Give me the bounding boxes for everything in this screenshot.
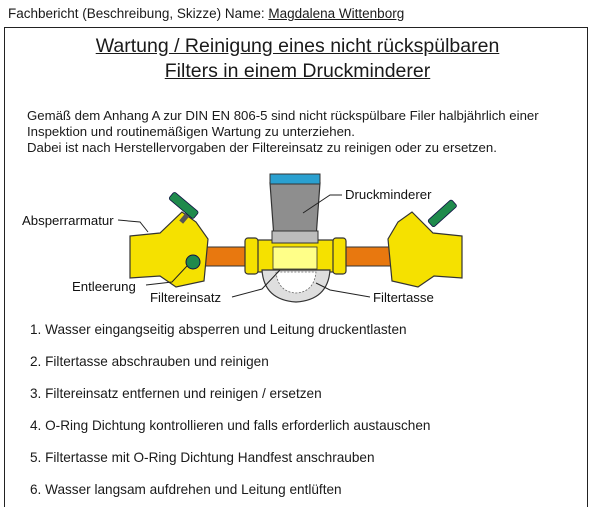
union-left	[244, 237, 259, 275]
step-item: 3. Filtereinsatz entfernen und reinigen …	[30, 386, 322, 401]
left-valve-spindle	[179, 212, 190, 224]
content-frame	[4, 27, 588, 507]
intro-line-1: Gemäß dem Anhang A zur DIN EN 806-5 sind…	[27, 108, 539, 123]
step-item: 6. Wasser langsam aufdrehen und Leitung …	[30, 482, 342, 497]
leader-filtereinsatz	[231, 269, 281, 298]
drain-valve	[185, 254, 201, 270]
right-handwheel	[427, 199, 457, 227]
left-handwheel	[168, 192, 199, 219]
reducer-cap	[269, 173, 321, 185]
title-line-1: Wartung / Reinigung eines nicht rückspül…	[95, 35, 500, 57]
leader-druckminderer	[302, 194, 342, 214]
leader-filtertasse	[315, 282, 371, 298]
intro-text: Gemäß dem Anhang A zur DIN EN 806-5 sind…	[27, 108, 587, 156]
title-line-2: Filters in einem Druckminderer	[164, 60, 431, 82]
filter-cup-mesh	[275, 271, 317, 294]
header-prefix: Fachbericht (Beschreibung, Skizze) Name:	[8, 6, 265, 21]
step-item: 2. Filtertasse abschrauben und reinigen	[30, 354, 269, 369]
leader-absperrarmatur	[117, 219, 149, 233]
label-filtereinsatz: Filtereinsatz	[150, 290, 221, 305]
housing-nut	[271, 230, 319, 244]
leader-entleerung	[145, 265, 188, 286]
filter-element	[272, 246, 318, 270]
reducer-housing	[269, 182, 321, 239]
label-absperrarmatur: Absperrarmatur	[22, 213, 114, 228]
author-name: Magdalena Wittenborg	[268, 6, 405, 21]
left-valve-body	[129, 211, 209, 288]
step-item: 5. Filtertasse mit O-Ring Dichtung Handf…	[30, 450, 375, 465]
label-druckminderer: Druckminderer	[345, 187, 432, 202]
right-valve-body	[387, 211, 463, 288]
intro-line-2: Inspektion und routinemäßigen Wartung zu…	[27, 124, 355, 139]
label-filtertasse: Filtertasse	[373, 290, 434, 305]
step-item: 1. Wasser eingangseitig absperren und Le…	[30, 322, 407, 337]
document-header: Fachbericht (Beschreibung, Skizze) Name:…	[8, 6, 404, 21]
union-right	[332, 237, 347, 275]
label-entleerung: Entleerung	[72, 279, 136, 294]
step-item: 4. O-Ring Dichtung kontrollieren und fal…	[30, 418, 431, 433]
diagram-shapes	[117, 173, 463, 303]
intro-line-3: Dabei ist nach Herstellervorgaben der Fi…	[27, 140, 497, 155]
pressure-reducer-diagram: Druckminderer Absperrarmatur Entleerung …	[22, 173, 463, 305]
